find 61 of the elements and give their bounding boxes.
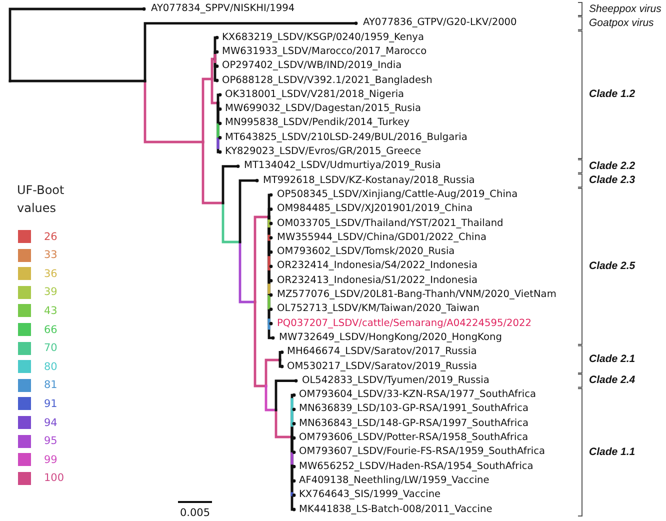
taxon-label: PQ037207_LSDV/cattle/Semarang/A04224595/2022 — [277, 318, 532, 330]
taxon-label: MW631933_LSDV/Marocco/2017_Marocco — [222, 46, 427, 58]
legend-value: 81 — [44, 378, 58, 392]
taxon-label: MK441838_LS-Batch-008/2011_Vaccine — [299, 504, 492, 516]
taxon-label: MW699032_LSDV/Dagestan/2015_Rusia — [225, 103, 421, 116]
legend-value: 91 — [44, 396, 58, 411]
scale-label: 0.005 — [180, 507, 210, 519]
clade-label: Clade 2.4 — [589, 374, 636, 388]
taxon-label: OR232413_Indonesia/S1/2022_Indonesia — [277, 274, 478, 287]
taxon-label: OP297402_LSDV/WB/IND/2019_India — [222, 60, 402, 72]
taxon-label: AY077836_GTPV/G20-LKV/2000 — [363, 17, 517, 30]
clade-label: Clade 2.1 — [589, 352, 636, 366]
taxon-label: MT643825_LSDV/210LSD-249/BUL/2016_Bulgaria — [225, 132, 468, 144]
taxon-label: OR232414_Indonesia/S4/2022_Indonesia — [277, 260, 478, 272]
taxon-label: OM530217_LSDV/Saratov/2019_Russia — [287, 360, 478, 372]
legend-value: 94 — [44, 416, 58, 430]
clade-label: Goatpox virus — [589, 16, 654, 30]
taxon-label: OM033705_LSDV/Thailand/YST/2021_Thailand — [277, 218, 504, 230]
legend-value: 99 — [44, 452, 58, 467]
legend-value: 80 — [44, 360, 58, 374]
taxon-label: OL752713_LSDV/KM/Taiwan/2020_Taiwan — [277, 303, 480, 316]
legend-value: 70 — [44, 341, 58, 356]
taxon-label: KX764643_SIS/1999_Vaccine — [299, 489, 441, 502]
taxon-label: MW732649_LSDV/HongKong/2020_HongKong — [279, 332, 502, 344]
taxon-label: MW656252_LSDV/Haden-RSA/1954_SouthAfrica — [299, 460, 534, 473]
legend-title: UF-Boot values — [17, 182, 66, 217]
taxon-label: MW355944_LSDV/China/GD01/2022_China — [277, 232, 486, 244]
legend-value: 43 — [44, 304, 58, 318]
legend-value: 66 — [44, 322, 58, 336]
legend-value: 100 — [44, 471, 64, 486]
legend-value: 39 — [44, 285, 58, 300]
clade-label: Clade 1.2 — [589, 88, 636, 102]
taxon-label: MN995838_LSDV/Pendik/2014_Turkey — [225, 117, 410, 130]
taxon-label: OM793606_LSDV/Potter-RSA/1958_SouthAfrica — [299, 432, 528, 444]
taxon-label: MH646674_LSDV/Saratov/2017_Russia — [287, 346, 477, 358]
taxon-label: MT992618_LSDV/KZ-Kostanay/2018_Russia — [263, 174, 475, 187]
clade-label: Sheeppox virus — [589, 2, 662, 16]
clade-label: Clade 2.5 — [589, 260, 636, 273]
taxon-label: OK318001_LSDV/V281/2018_Nigeria — [225, 88, 404, 101]
legend-value: 33 — [44, 248, 58, 262]
clade-label: Clade 1.1 — [589, 446, 636, 459]
legend-value: 36 — [44, 266, 58, 281]
taxon-label: OM793604_LSDV/33-KZN-RSA/1977_SouthAfrica — [299, 389, 536, 402]
taxon-label: AF409138_Neethling/LW/1959_Vaccine — [299, 474, 490, 487]
taxon-label: KY829023_LSDV/Evros/GR/2015_Greece — [225, 146, 422, 158]
legend-value: 95 — [44, 434, 58, 448]
taxon-label: OM793607_LSDV/Fourie-FS-RSA/1959_SouthAfrica — [299, 446, 545, 458]
taxon-label: MZ577076_LSDV/20L81-Bang-Thanh/VNM/2020_VietNam — [277, 289, 556, 301]
taxon-label: MN636839_LSD/103-GP-RSA/1991_SouthAfrica — [299, 403, 528, 416]
taxon-label: MN636843_LSD/148-GP-RSA/1997_SouthAfrica — [299, 418, 528, 430]
legend-value: 26 — [44, 230, 58, 244]
taxon-label: OM984485_LSDV/XJ201901/2019_China — [277, 203, 473, 216]
taxon-label: MT134042_LSDV/Udmurtiya/2019_Rusia — [244, 160, 441, 172]
taxon-label: OP508345_LSDV/Xinjiang/Cattle-Aug/2019_China — [277, 188, 518, 201]
clade-label: Clade 2.2 — [589, 160, 636, 173]
taxon-label: KX683219_LSDV/KSGP/0240/1959_Kenya — [222, 32, 424, 44]
taxon-label: AY077834_SPPV/NISKHI/1994 — [151, 3, 295, 15]
taxon-label: OP688128_LSDV/V392.1/2021_Bangladesh — [222, 74, 432, 86]
taxon-label: OL542833_LSDV/Tyumen/2019_Russia — [302, 374, 490, 387]
clade-label: Clade 2.3 — [589, 174, 636, 188]
taxon-label: OM793602_LSDV/Tomsk/2020_Rusia — [277, 246, 455, 258]
